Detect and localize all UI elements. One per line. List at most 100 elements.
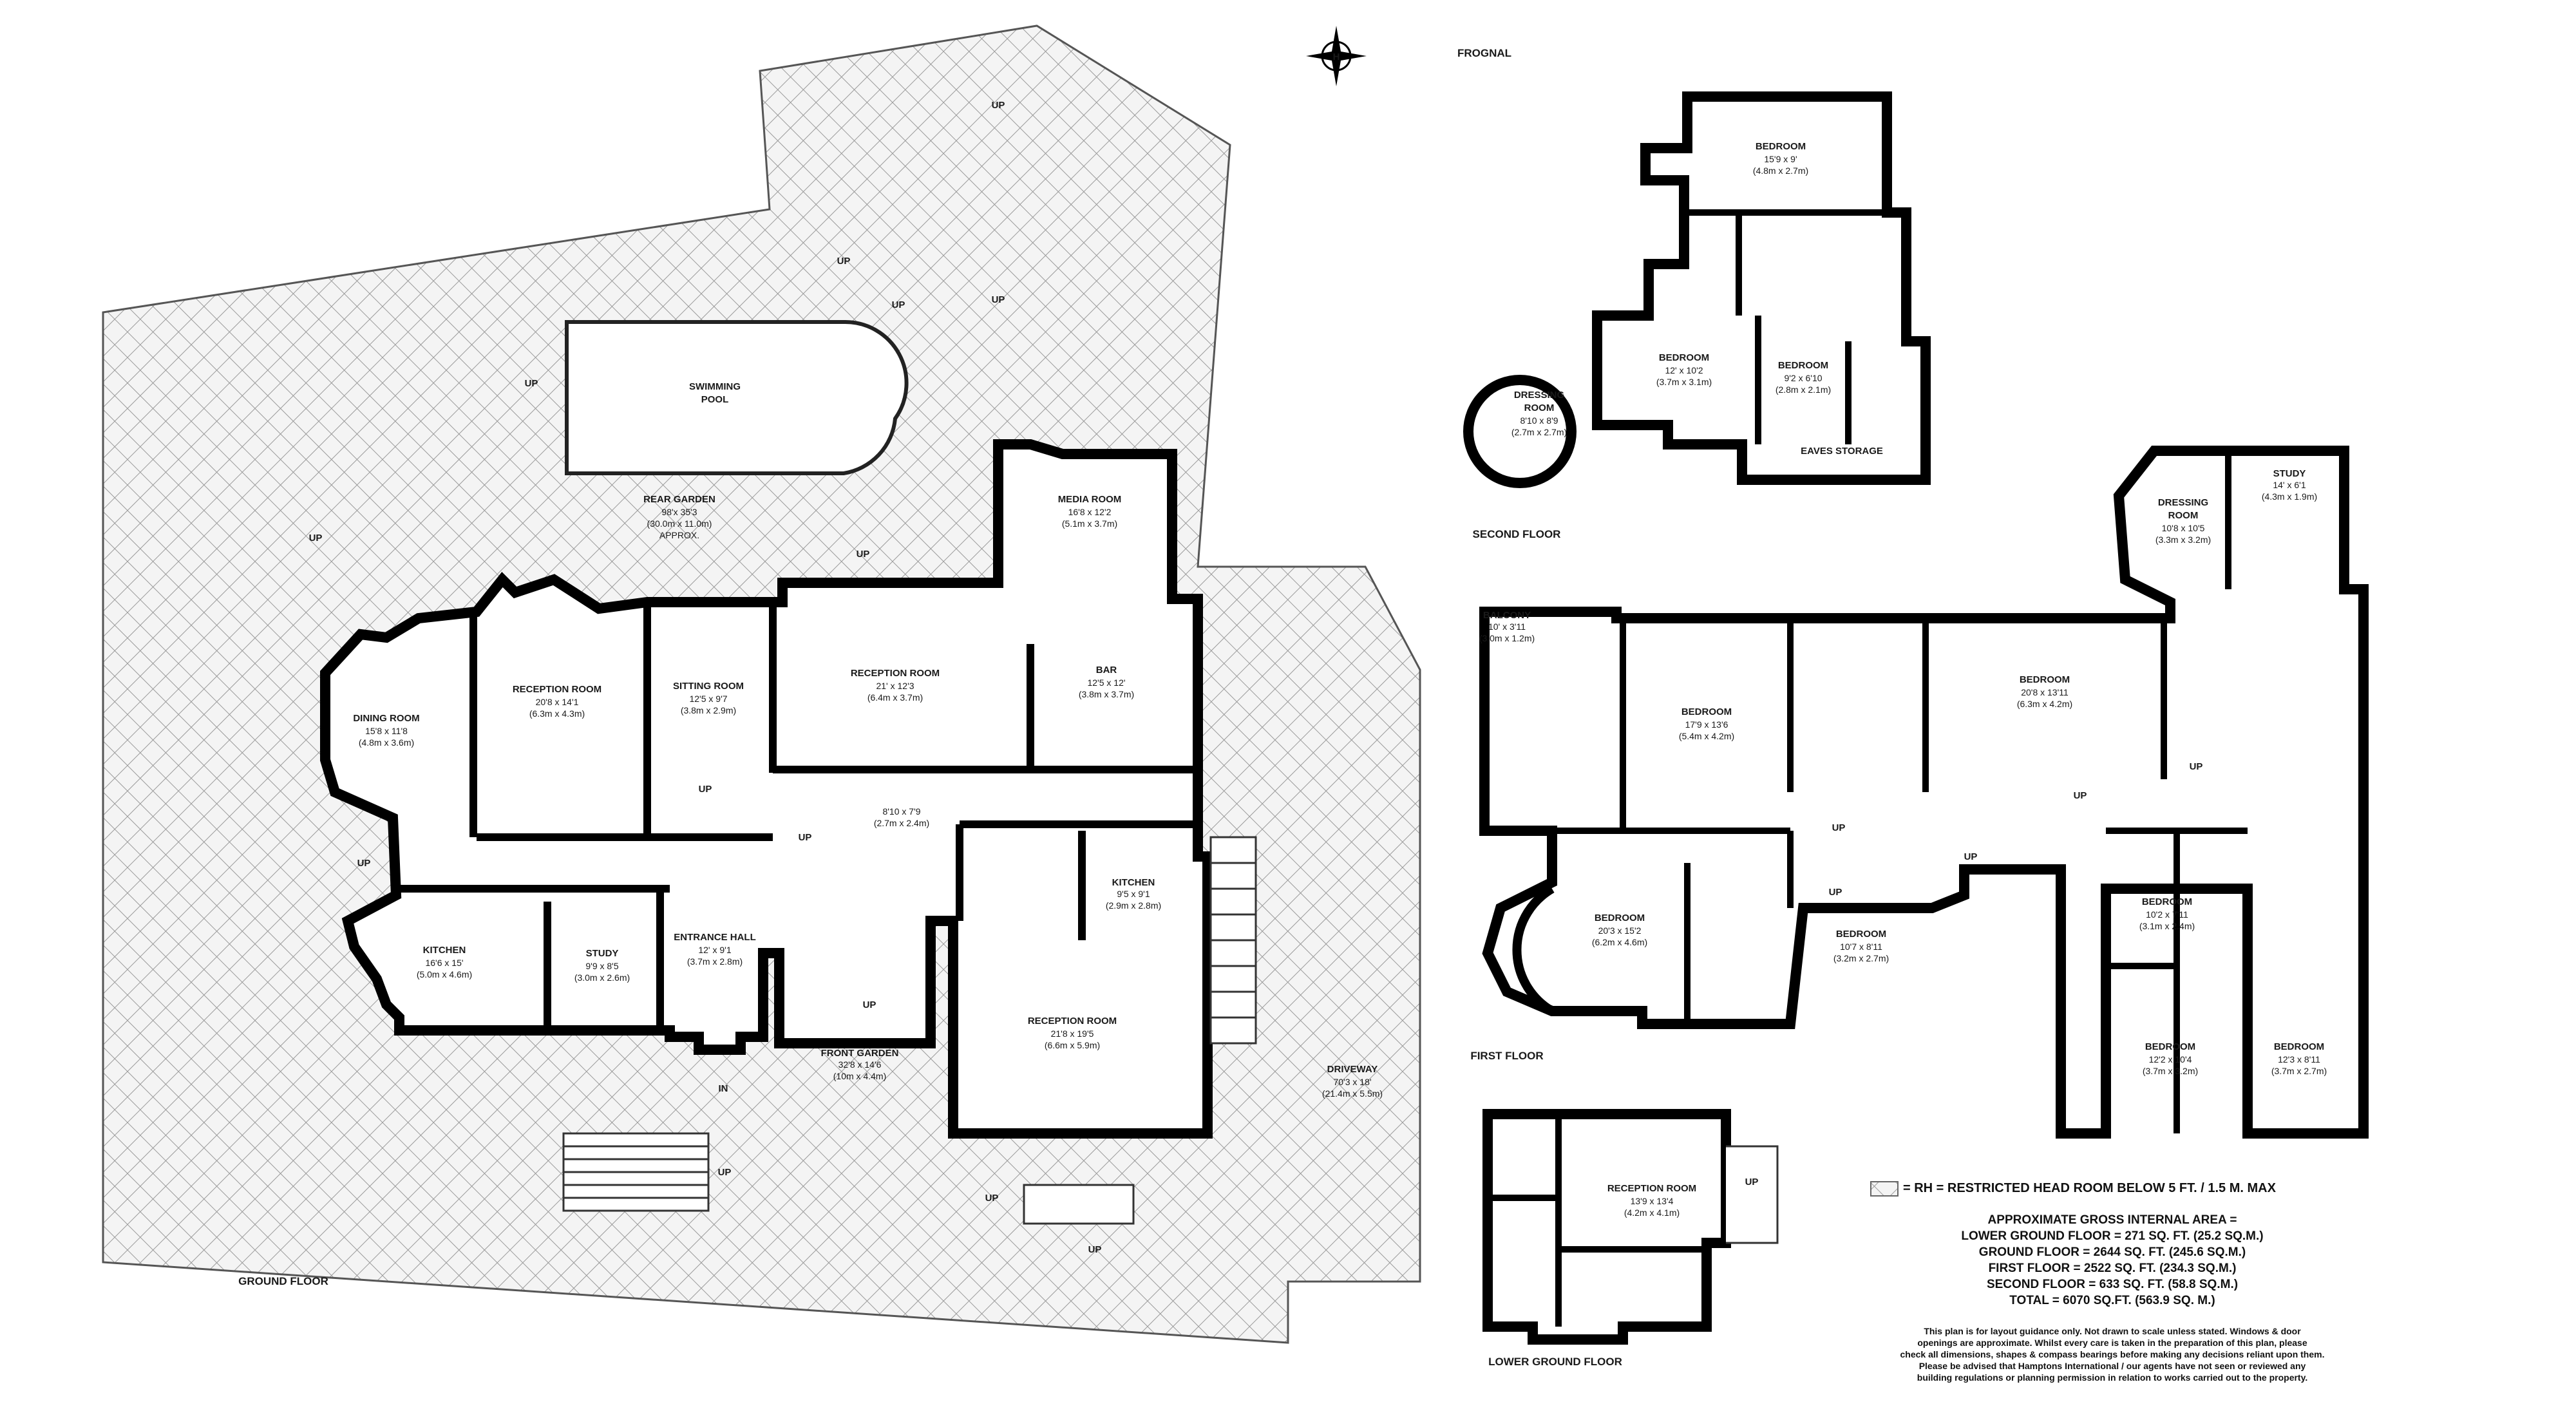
stair-up-label: UP	[2190, 761, 2203, 772]
reception-lg-dim: 13'9 x 13'4	[1631, 1196, 1674, 1206]
bedroom-f4-dim: 10'7 x 8'11	[1840, 942, 1882, 952]
reception-room-2-label: RECEPTION ROOM	[851, 668, 940, 679]
dining-room-dim-metric: (4.8m x 3.6m)	[359, 737, 414, 748]
lower-ground-walls	[1482, 1109, 1731, 1345]
first-stair-markers: UP UP UP UP UP	[1829, 761, 2203, 898]
ground-stair-markers: UP UP UP UP UP UP UP UP UP UP UP UP UP U…	[309, 100, 1102, 1255]
dressing-f-dim-metric: (3.3m x 3.2m)	[2155, 535, 2211, 545]
kitchen-dim-metric: (5.0m x 4.6m)	[417, 969, 472, 980]
bedroom-f6-label: BEDROOM	[2145, 1041, 2195, 1052]
bedroom-f5-dim-metric: (3.1m x 2.4m)	[2139, 921, 2195, 931]
stair-up-label: UP	[309, 533, 323, 544]
front-garden-label: FRONT GARDEN	[821, 1048, 899, 1059]
disclaimer-line: openings are approximate. Whilst every c…	[1917, 1338, 2307, 1348]
bedroom-f1-dim-metric: (5.4m x 4.2m)	[1679, 731, 1734, 741]
kitchen-small-dim-metric: (2.9m x 2.8m)	[1106, 900, 1161, 911]
dressing-s-dim: 8'10 x 8'9	[1520, 415, 1558, 426]
stair-up-label: UP	[699, 784, 712, 795]
legend-text: = RH = RESTRICTED HEAD ROOM BELOW 5 FT. …	[1903, 1181, 2276, 1195]
dressing-f-label: DRESSING	[2158, 497, 2208, 508]
swimming-pool	[565, 319, 909, 475]
study-first-dim: 14' x 6'1	[2273, 480, 2306, 490]
bedroom-f2-label: BEDROOM	[2020, 674, 2070, 685]
stair-up-label: UP	[525, 378, 538, 389]
bedroom-f3-dim-metric: (6.2m x 4.6m)	[1592, 937, 1647, 947]
bedroom-s2-dim-metric: (3.7m x 3.1m)	[1656, 377, 1712, 387]
reception-room-3-label: RECEPTION ROOM	[1028, 1016, 1117, 1027]
bedroom-f7-dim-metric: (3.7m x 2.7m)	[2271, 1066, 2327, 1076]
bedroom-f7-label: BEDROOM	[2274, 1041, 2324, 1052]
stair-up-label: UP	[992, 100, 1005, 111]
entrance-hall-label: ENTRANCE HALL	[674, 932, 756, 943]
area-line: LOWER GROUND FLOOR = 271 SQ. FT. (25.2 S…	[1961, 1229, 2264, 1243]
stair-up-label: UP	[992, 294, 1005, 305]
study-first-label: STUDY	[2273, 468, 2306, 479]
stair-up-label: UP	[1745, 1177, 1759, 1188]
dressing-f-dim: 10'8 x 10'5	[2162, 523, 2205, 533]
area-line: GROUND FLOOR = 2644 SQ. FT. (245.6 SQ.M.…	[1978, 1245, 2246, 1259]
small-room-dim-metric: (2.7m x 2.4m)	[874, 818, 929, 828]
area-line: SECOND FLOOR = 633 SQ. FT. (58.8 SQ.M.)	[1986, 1278, 2239, 1291]
reception-room-3-dim: 21'8 x 19'5	[1051, 1028, 1094, 1039]
first-floor-label: FIRST FLOOR	[1470, 1050, 1543, 1062]
reception-room-2-dim-metric: (6.4m x 3.7m)	[867, 692, 923, 703]
study-ground-dim-metric: (3.0m x 2.6m)	[574, 972, 630, 983]
area-line: FIRST FLOOR = 2522 SQ. FT. (234.3 SQ.M.)	[1988, 1262, 2237, 1275]
stair-up-label: UP	[863, 999, 876, 1010]
eaves-storage-label: EAVES STORAGE	[1801, 446, 1883, 457]
driveway-label: DRIVEWAY	[1327, 1064, 1378, 1075]
stair-up-label: UP	[985, 1193, 999, 1204]
lower-ground-interior-walls	[1488, 1114, 1707, 1327]
bedroom-f1-dim: 17'9 x 13'6	[1685, 719, 1728, 730]
first-floor-turret	[1512, 884, 1555, 1016]
ground-floor-label: GROUND FLOOR	[238, 1275, 328, 1287]
entrance-hall-dim-metric: (3.7m x 2.8m)	[687, 956, 743, 967]
lower-ground-floor-label: LOWER GROUND FLOOR	[1488, 1356, 1622, 1368]
dining-room-dim: 15'8 x 11'8	[365, 726, 408, 736]
rear-garden-dim-metric: (30.0m x 11.0m)	[647, 518, 712, 529]
bedroom-f6-dim-metric: (3.7m x 3.2m)	[2143, 1066, 2198, 1076]
reception-room-1-label: RECEPTION ROOM	[513, 684, 601, 695]
driveway-dim-metric: (21.4m x 5.5m)	[1322, 1088, 1383, 1099]
sitting-room-dim-metric: (3.8m x 2.9m)	[681, 705, 736, 715]
area-heading: APPROXIMATE GROSS INTERNAL AREA =	[1987, 1213, 2237, 1227]
bedroom-f2-dim-metric: (6.3m x 4.2m)	[2017, 699, 2072, 709]
kitchen-dim: 16'6 x 15'	[425, 958, 463, 968]
reception-room-2-dim: 21' x 12'3	[876, 681, 914, 691]
bedroom-s3-label: BEDROOM	[1778, 360, 1828, 371]
bedroom-s1-dim: 15'9 x 9'	[1764, 154, 1797, 164]
bedroom-f1-label: BEDROOM	[1681, 706, 1732, 717]
area-summary: APPROXIMATE GROSS INTERNAL AREA = LOWER …	[1906, 1212, 2318, 1309]
disclaimer-line: building regulations or planning permiss…	[1917, 1372, 2308, 1383]
compass-letter: H	[1333, 52, 1340, 62]
bedroom-f5-label: BEDROOM	[2142, 896, 2192, 907]
bedroom-f4-label: BEDROOM	[1836, 929, 1886, 940]
road-name-label: FROGNAL	[1457, 47, 1511, 59]
entrance-in-label: IN	[719, 1083, 728, 1094]
stair-up-label: UP	[1832, 822, 1846, 833]
stair-up-label: UP	[1964, 851, 1978, 862]
stair-up-label: UP	[837, 256, 851, 267]
front-garden-dim: 32'8 x 14'6	[838, 1059, 882, 1070]
balcony-label: BALCONY	[1483, 610, 1531, 621]
dressing-f-label-2: ROOM	[2168, 510, 2199, 521]
kitchen-label: KITCHEN	[423, 945, 466, 956]
dressing-s-label-2: ROOM	[1524, 402, 1555, 413]
small-room-dim: 8'10 x 7'9	[882, 806, 920, 817]
stair-up-label: UP	[718, 1167, 732, 1178]
balcony-dim-metric: (3.0m x 1.2m)	[1479, 633, 1535, 643]
reception-room-1-dim-metric: (6.3m x 4.3m)	[529, 708, 585, 719]
stair-up-label: UP	[799, 832, 812, 843]
stair-up-label: UP	[2074, 790, 2087, 801]
bar-label: BAR	[1096, 665, 1117, 676]
bedroom-s1-label: BEDROOM	[1756, 141, 1806, 152]
disclaimer: This plan is for layout guidance only. N…	[1855, 1325, 2370, 1383]
study-ground-label: STUDY	[586, 948, 619, 959]
driveway-dim: 70'3 x 18'	[1333, 1077, 1371, 1087]
balcony-dim: 10' x 3'11	[1488, 621, 1526, 632]
reception-lg-label: RECEPTION ROOM	[1607, 1183, 1696, 1194]
sitting-room-label: SITTING ROOM	[673, 681, 744, 692]
rear-garden-dim: 98'x 35'3	[661, 507, 697, 517]
ground-floor: SWIMMING POOL REAR GARDEN 98'x 35'3 (30.…	[102, 24, 1421, 1344]
media-room-dim-metric: (5.1m x 3.7m)	[1062, 518, 1117, 529]
